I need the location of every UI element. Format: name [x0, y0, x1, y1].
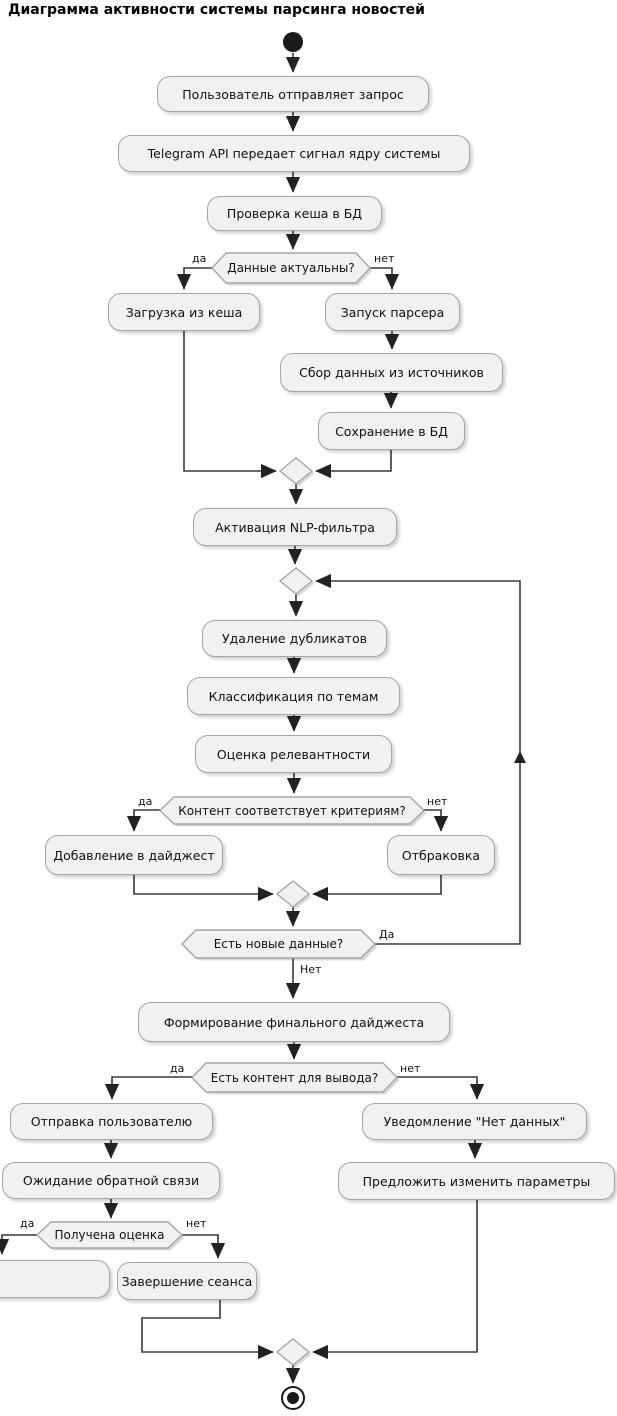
activity-end-session: Завершение сеанса — [117, 1262, 257, 1300]
decision-data-actual — [211, 252, 371, 284]
activity-load-from-cache: Загрузка из кеша — [108, 293, 260, 331]
branch-no-content-output: нет — [400, 1062, 421, 1075]
branch-yes-rating: да — [20, 1217, 35, 1230]
loop-mid-arrow — [514, 751, 526, 763]
activity-telegram-api-signal: Telegram API передает сигнал ядру систем… — [118, 135, 470, 172]
activity-no-data-notice: Уведомление "Нет данных" — [362, 1103, 587, 1140]
activity-nlp-filter: Активация NLP-фильтра — [193, 508, 397, 546]
branch-yes-content-criteria: да — [138, 795, 153, 808]
decision-content-criteria — [158, 796, 426, 825]
activity-send-to-user: Отправка пользователю — [10, 1103, 213, 1140]
decision-new-data — [181, 929, 376, 959]
start-node — [283, 32, 303, 52]
branch-yes-data-actual: да — [192, 252, 207, 265]
merge-diamond-loop — [278, 567, 314, 595]
activity-collect-data-sources: Сбор данных из источников — [280, 353, 503, 392]
activity-suggest-params: Предложить изменить параметры — [338, 1162, 615, 1200]
activity-start-parser: Запуск парсера — [325, 293, 460, 331]
branch-no-new-data: Нет — [300, 963, 322, 976]
branch-yes-content-output: да — [170, 1062, 185, 1075]
activity-save-to-db: Сохранение в БД — [318, 412, 465, 450]
end-node-inner — [287, 1392, 299, 1404]
merge-diamond-digest — [275, 880, 311, 908]
branch-yes-new-data: Да — [379, 928, 395, 941]
activity-form-final-digest: Формирование финального дайджеста — [138, 1002, 450, 1042]
decision-content-output — [191, 1062, 398, 1093]
activity-classify-topics: Классификация по темам — [187, 677, 400, 715]
activity-user-sends-request: Пользователь отправляет запрос — [157, 76, 429, 112]
activity-relevance-score: Оценка релевантности — [195, 735, 392, 773]
activity-clipped-left — [0, 1260, 110, 1298]
activity-remove-duplicates: Удаление дубликатов — [202, 620, 387, 657]
merge-diamond-final — [275, 1338, 311, 1366]
activity-add-to-digest: Добавление в дайджест — [45, 835, 223, 875]
activity-check-cache-db: Проверка кеша в БД — [207, 196, 382, 231]
connectors — [0, 53, 526, 1384]
merge-diamond-cache — [278, 457, 314, 485]
diagram-title: Диаграмма активности системы парсинга но… — [8, 2, 425, 18]
branch-no-data-actual: нет — [374, 252, 395, 265]
activity-wait-feedback: Ожидание обратной связи — [2, 1162, 220, 1199]
activity-reject: Отбраковка — [387, 835, 495, 875]
decision-rating-received — [35, 1221, 184, 1249]
branch-no-content-criteria: нет — [427, 795, 448, 808]
branch-no-rating: нет — [186, 1217, 207, 1230]
